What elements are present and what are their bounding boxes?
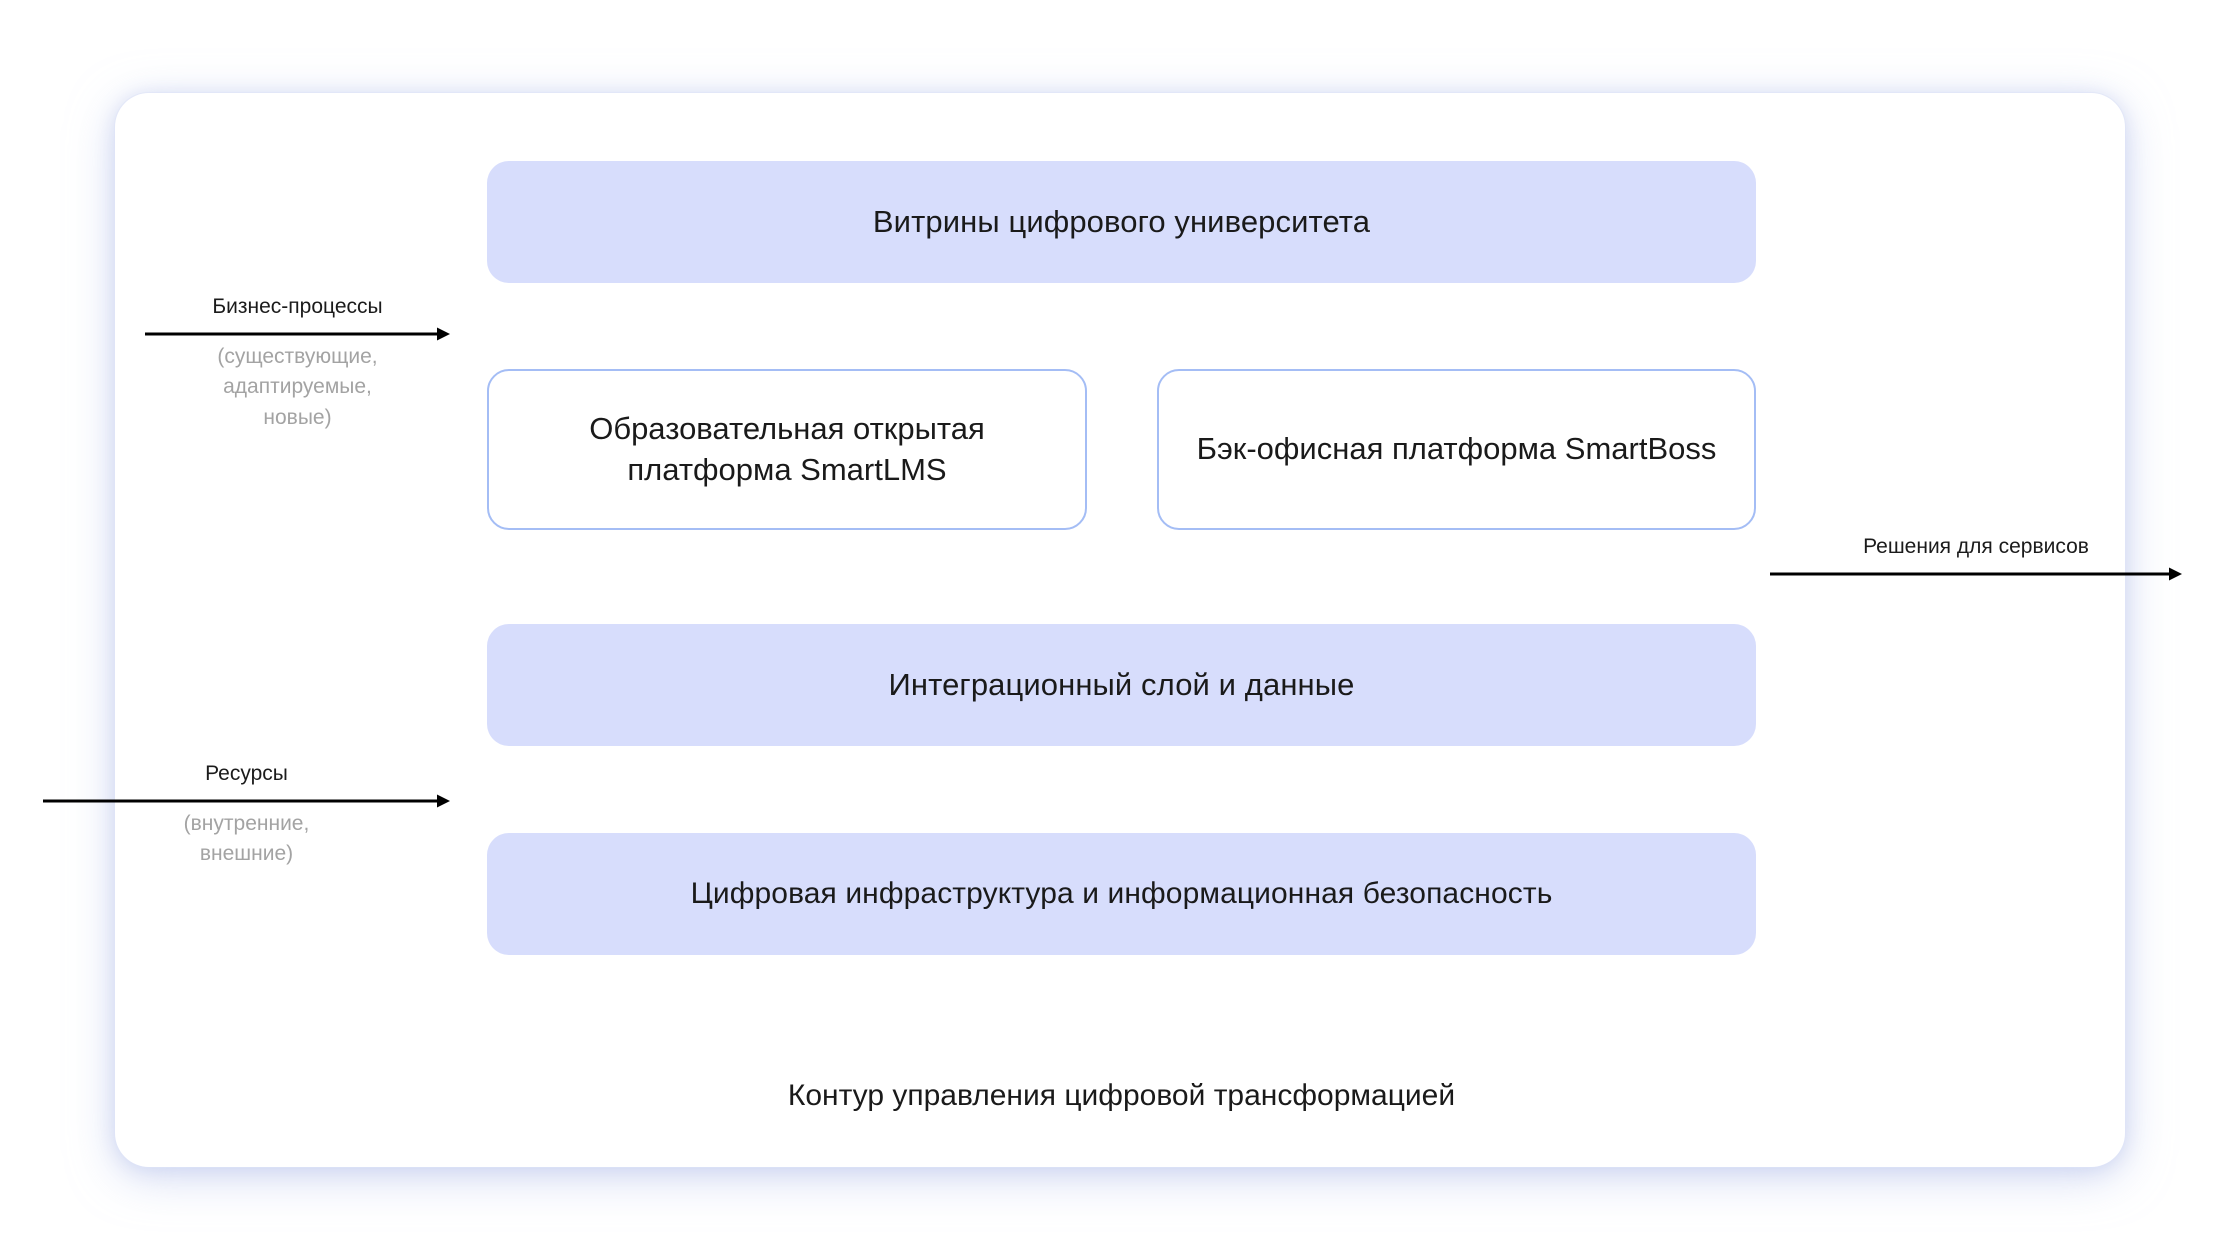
layer-infrastructure-label: Цифровая инфраструктура и информационная…	[690, 876, 1553, 910]
arrow-right-icon	[1770, 567, 2182, 581]
layer-infrastructure: Цифровая инфраструктура и информационная…	[487, 833, 1756, 955]
flow-business-processes: Бизнес-процессы (существующие, адаптируе…	[0, 280, 520, 460]
frame-caption: Контур управления цифровой трансформацие…	[787, 1079, 1456, 1112]
flow-business-processes-title: Бизнес-процессы	[212, 295, 383, 318]
platform-smartlms: Образовательная открытая платформа Smart…	[487, 369, 1087, 530]
platform-smartboss-label: Бэк-офисная платформа SmartBoss	[1196, 431, 1717, 467]
platform-smartboss: Бэк-офисная платформа SmartBoss	[1157, 369, 1756, 530]
layer-integration-label: Интеграционный слой и данные	[888, 667, 1355, 703]
flow-resources: Ресурсы (внутренние, внешние)	[0, 745, 520, 915]
flow-solutions-title: Решения для сервисов	[1863, 535, 2089, 558]
layer-showcases: Витрины цифрового университета	[487, 161, 1756, 283]
flow-resources-title: Ресурсы	[205, 762, 288, 785]
arrow-right-icon	[145, 327, 450, 341]
flow-business-processes-subtitle: (существующие, адаптируемые, новые)	[217, 345, 378, 429]
flow-solutions: Решения для сервисов	[1770, 520, 2200, 630]
flow-resources-subtitle: (внутренние, внешние)	[183, 812, 310, 866]
layer-showcases-label: Витрины цифрового университета	[872, 204, 1371, 240]
arrow-right-icon	[43, 794, 450, 808]
layer-integration: Интеграционный слой и данные	[487, 624, 1756, 746]
platform-smartlms-label: Образовательная открытая платформа Smart…	[589, 410, 985, 487]
